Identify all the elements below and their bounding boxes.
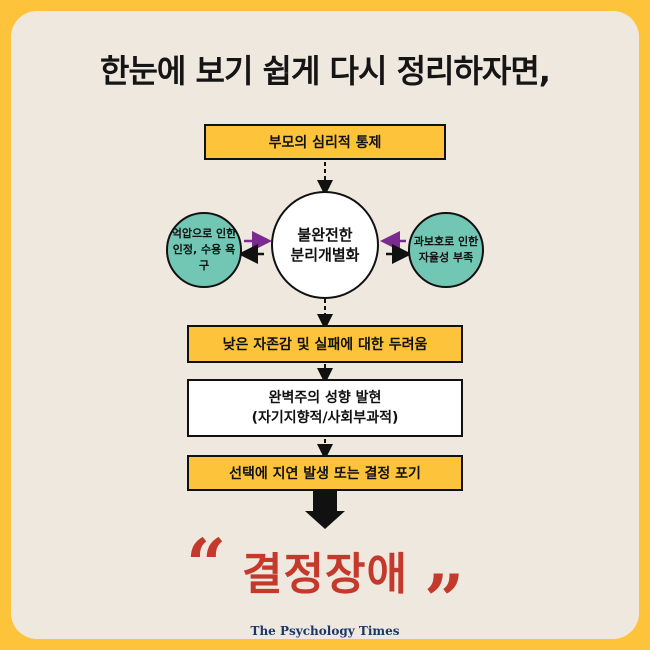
center-circle-line1: 불완전한 [297, 226, 353, 244]
right-circle-line2: 자율성 부족 [418, 251, 474, 264]
page-title: 한눈에 보기 쉽게 다시 정리하자면, [100, 52, 551, 90]
open-quote: “ [186, 523, 227, 606]
right-circle: 과보호로 인한 자율성 부족 [408, 212, 484, 288]
right-circle-line1: 과보호로 인한 [413, 235, 479, 248]
box-perfectionism: 완벽주의 성향 발현 (자기지향적/사회부과적) [187, 379, 463, 437]
box-low-self-esteem: 낮은 자존감 및 실패에 대한 두려움 [187, 325, 463, 363]
top-box: 부모의 심리적 통제 [204, 124, 446, 160]
credit-logo: The Psychology Times [250, 624, 400, 638]
left-circle-line1: 억압으로 인한 [171, 227, 237, 240]
big-down-arrow [305, 490, 345, 529]
left-circle-line2: 인정, 수용 욕구 [172, 243, 236, 272]
box-perfectionism-line2: (자기지향적/사회부과적) [251, 410, 399, 426]
box-decision-delay: 선택에 지연 발생 또는 결정 포기 [187, 455, 463, 491]
center-circle: 불완전한 분리개별화 [271, 191, 379, 299]
left-circle: 억압으로 인한 인정, 수용 욕구 [166, 212, 242, 288]
close-quote: ” [424, 559, 465, 642]
box-perfectionism-line1: 완벽주의 성향 발현 [268, 390, 382, 406]
result-text: 결정장애 [242, 549, 408, 600]
center-circle-line2: 분리개별화 [290, 246, 360, 264]
